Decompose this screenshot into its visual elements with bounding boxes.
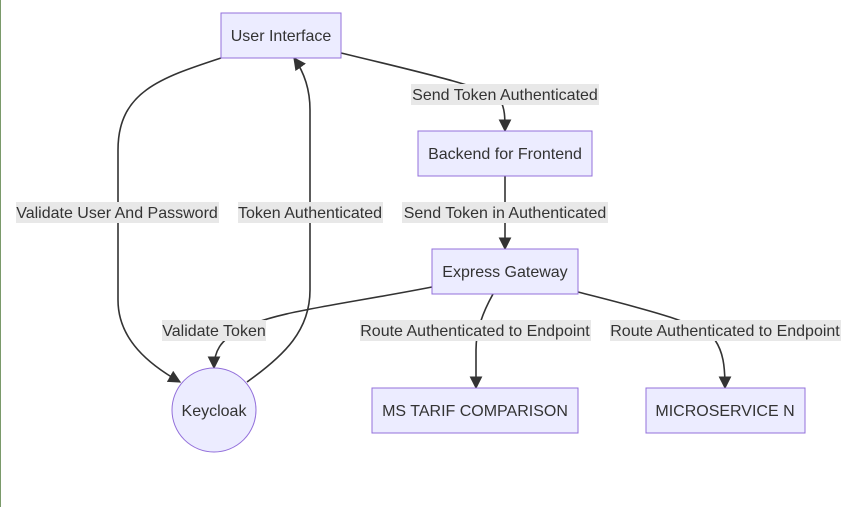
edge-label-route-ms-n: Route Authenticated to Endpoint: [610, 320, 841, 341]
edge-label-send-token-authenticated: Send Token Authenticated: [411, 84, 599, 105]
edge-keycloak-to-ui: [246, 56, 311, 383]
svg-text:Route Authenticated to Endpoin: Route Authenticated to Endpoint: [610, 323, 840, 340]
node-express-gateway[interactable]: Express Gateway: [431, 248, 579, 295]
left-border-line: [0, 0, 1, 507]
node-keycloak[interactable]: Keycloak: [171, 367, 257, 453]
svg-text:Route Authenticated to Endpoin: Route Authenticated to Endpoint: [360, 323, 590, 340]
svg-text:Validate Token: Validate Token: [162, 323, 265, 340]
edge-label-route-ms-tarif: Route Authenticated to Endpoint: [360, 320, 591, 341]
edge-label-validate-user-password: Validate User And Password: [16, 202, 219, 223]
svg-text:Send Token Authenticated: Send Token Authenticated: [412, 87, 598, 104]
svg-text:Token Authenticated: Token Authenticated: [238, 205, 382, 222]
edge-ui-to-keycloak: [117, 57, 222, 383]
svg-text:Validate User And Password: Validate User And Password: [16, 205, 218, 222]
edge-label-validate-token: Validate Token: [162, 320, 266, 341]
svg-text:Keycloak: Keycloak: [182, 403, 248, 420]
node-backend-for-frontend[interactable]: Backend for Frontend: [417, 130, 593, 177]
edge-label-send-token-in-authenticated: Send Token in Authenticated: [402, 202, 608, 223]
svg-text:Backend for Frontend: Backend for Frontend: [428, 146, 582, 163]
svg-text:Express Gateway: Express Gateway: [442, 264, 567, 281]
svg-text:Send Token in Authenticated: Send Token in Authenticated: [404, 205, 607, 222]
node-user-interface[interactable]: User Interface: [220, 12, 342, 59]
svg-text:User Interface: User Interface: [231, 28, 332, 45]
node-microservice-n[interactable]: MICROSERVICE N: [645, 387, 806, 434]
edge-label-token-authenticated: Token Authenticated: [238, 202, 383, 223]
svg-text:MICROSERVICE N: MICROSERVICE N: [655, 403, 794, 420]
svg-text:MS TARIF COMPARISON: MS TARIF COMPARISON: [382, 403, 568, 420]
node-ms-tarif-comparison[interactable]: MS TARIF COMPARISON: [371, 387, 579, 434]
